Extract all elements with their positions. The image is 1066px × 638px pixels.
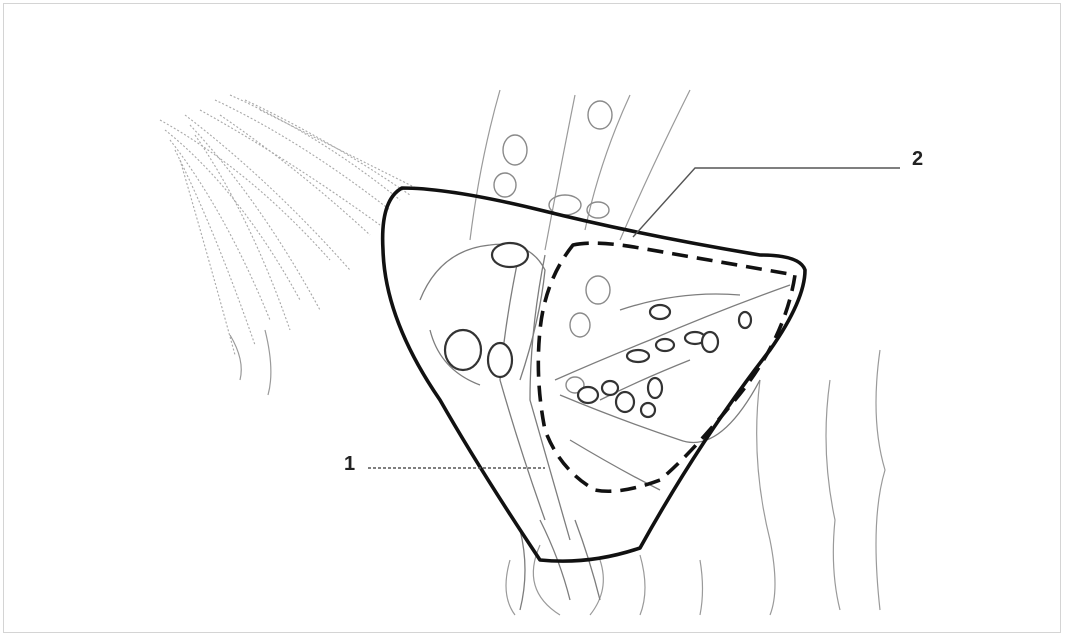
muscle-fibers bbox=[160, 95, 420, 355]
solid-region-outline bbox=[383, 188, 805, 561]
callout-label-2: 2 bbox=[912, 148, 923, 171]
internal-vessels bbox=[420, 244, 790, 610]
callout-label-1: 1 bbox=[344, 453, 355, 476]
lower-nodes bbox=[445, 243, 751, 417]
leader-line-2 bbox=[633, 168, 900, 237]
body-contours bbox=[230, 90, 885, 615]
